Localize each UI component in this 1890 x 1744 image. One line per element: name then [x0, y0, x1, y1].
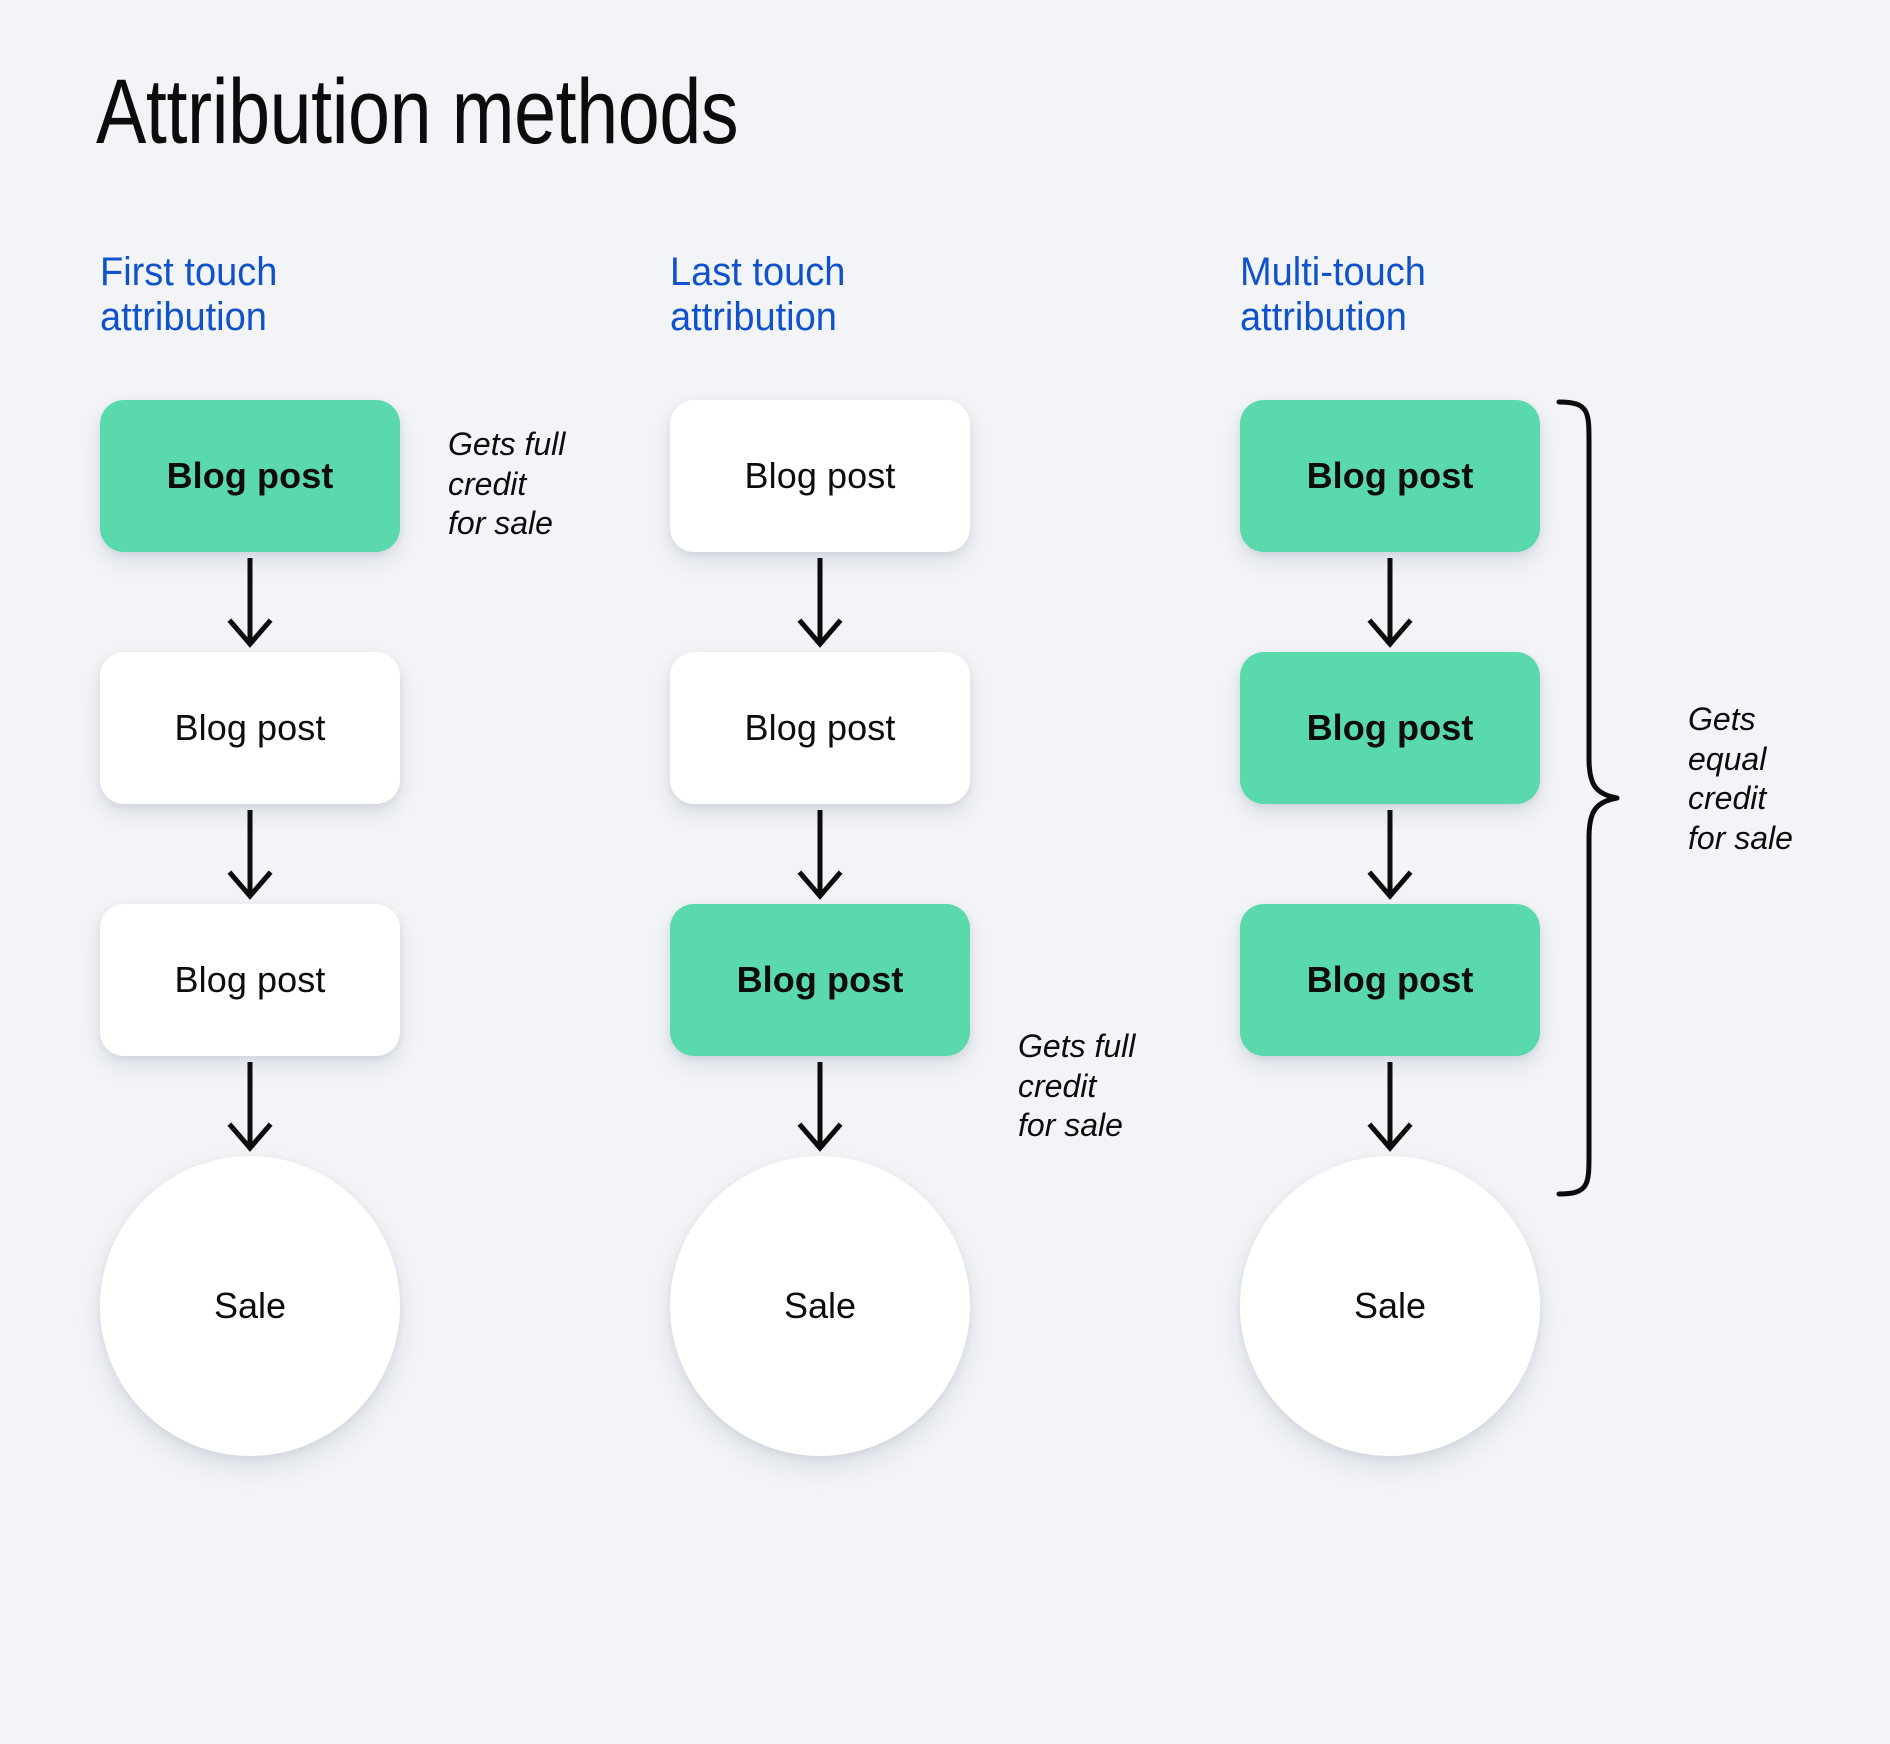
- node-blog-post-1[interactable]: Blog post: [100, 400, 400, 552]
- column-heading-first-touch: First touch attribution: [100, 250, 278, 339]
- node-blog-post-1[interactable]: Blog post: [1240, 400, 1540, 552]
- arrow-down-icon: [797, 1062, 843, 1152]
- arrow-down-icon: [227, 810, 273, 900]
- curly-brace-icon: [1555, 398, 1625, 1198]
- node-label: Blog post: [174, 707, 326, 748]
- node-blog-post-2[interactable]: Blog post: [670, 652, 970, 804]
- node-sale[interactable]: Sale: [670, 1156, 970, 1456]
- node-blog-post-3[interactable]: Blog post: [670, 904, 970, 1056]
- node-label: Blog post: [736, 959, 904, 1000]
- node-label: Sale: [213, 1285, 287, 1326]
- page-title: Attribution methods: [96, 61, 739, 163]
- column-heading-multi-touch: Multi-touch attribution: [1240, 250, 1426, 339]
- node-label: Blog post: [1306, 455, 1474, 496]
- arrow-down-icon: [227, 1062, 273, 1152]
- node-sale[interactable]: Sale: [1240, 1156, 1540, 1456]
- column-first-touch: First touch attribution Blog post Blog p…: [100, 250, 410, 1456]
- column-heading-last-touch: Last touch attribution: [670, 250, 846, 339]
- annotation-multi-touch: Gets equal credit for sale: [1688, 701, 1793, 857]
- node-sale[interactable]: Sale: [100, 1156, 400, 1456]
- node-blog-post-3[interactable]: Blog post: [1240, 904, 1540, 1056]
- arrow-down-icon: [1367, 1062, 1413, 1152]
- flow-chain-first-touch: Blog post Blog post Blog post Sale: [100, 400, 410, 1456]
- node-label: Blog post: [1306, 707, 1474, 748]
- flow-chain-multi-touch: Blog post Blog post Blog post Sale: [1240, 400, 1550, 1456]
- node-blog-post-3[interactable]: Blog post: [100, 904, 400, 1056]
- arrow-down-icon: [797, 558, 843, 648]
- column-multi-touch: Multi-touch attribution Blog post Blog p…: [1240, 250, 1550, 1456]
- node-label: Blog post: [1306, 959, 1474, 1000]
- node-label: Blog post: [174, 959, 326, 1000]
- node-blog-post-1[interactable]: Blog post: [670, 400, 970, 552]
- node-blog-post-2[interactable]: Blog post: [100, 652, 400, 804]
- node-label: Sale: [783, 1285, 857, 1326]
- column-last-touch: Last touch attribution Blog post Blog po…: [670, 250, 980, 1456]
- annotation-last-touch: Gets full credit for sale: [1018, 1028, 1136, 1144]
- node-label: Sale: [1353, 1285, 1427, 1326]
- annotation-first-touch: Gets full credit for sale: [448, 426, 566, 542]
- arrow-down-icon: [1367, 810, 1413, 900]
- node-label: Blog post: [744, 455, 896, 496]
- arrow-down-icon: [227, 558, 273, 648]
- node-blog-post-2[interactable]: Blog post: [1240, 652, 1540, 804]
- flow-chain-last-touch: Blog post Blog post Blog post Sale: [670, 400, 980, 1456]
- arrow-down-icon: [1367, 558, 1413, 648]
- node-label: Blog post: [166, 455, 334, 496]
- node-label: Blog post: [744, 707, 896, 748]
- arrow-down-icon: [797, 810, 843, 900]
